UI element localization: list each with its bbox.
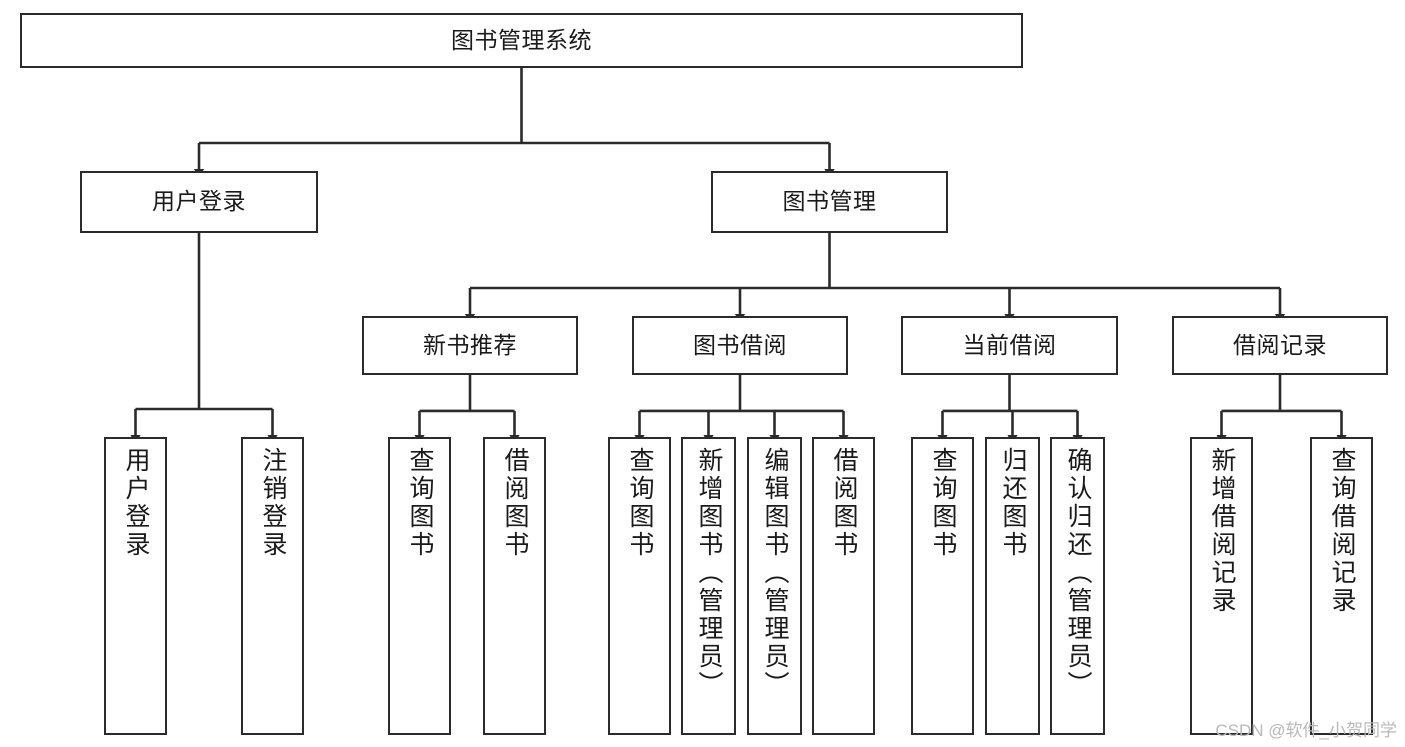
node-l3-c4[interactable]: 借阅图书 bbox=[812, 437, 875, 735]
node-label: 借阅图书 bbox=[830, 447, 858, 559]
node-label: 查询图书 bbox=[406, 447, 434, 559]
node-l3-a2[interactable]: 注销登录 bbox=[241, 437, 304, 735]
node-label: 确认归还（管理员） bbox=[1064, 447, 1092, 699]
node-label: 用户登录 bbox=[152, 188, 246, 215]
node-label: 当前借阅 bbox=[962, 331, 1057, 358]
node-l2-current[interactable]: 当前借阅 bbox=[901, 316, 1118, 375]
node-label: 用户登录 bbox=[122, 447, 150, 559]
node-label: 借阅记录 bbox=[1233, 331, 1327, 358]
node-l3-d1[interactable]: 查询图书 bbox=[911, 437, 974, 735]
node-label: 查询图书 bbox=[929, 447, 957, 559]
node-label: 查询借阅记录 bbox=[1328, 447, 1356, 615]
node-l1-book[interactable]: 图书管理 bbox=[711, 171, 948, 233]
node-root[interactable]: 图书管理系统 bbox=[20, 13, 1023, 68]
node-l3-c2[interactable]: 新增图书（管理员） bbox=[681, 437, 736, 735]
node-l1-login[interactable]: 用户登录 bbox=[80, 171, 318, 233]
watermark-text: CSDN @软件_小贺同学 bbox=[1215, 721, 1397, 740]
node-l2-borrow[interactable]: 图书借阅 bbox=[632, 316, 848, 375]
node-label: 图书管理系统 bbox=[451, 26, 592, 53]
node-label: 图书管理 bbox=[782, 188, 877, 215]
node-l3-c1[interactable]: 查询图书 bbox=[608, 437, 671, 735]
node-l3-d3[interactable]: 确认归还（管理员） bbox=[1050, 437, 1105, 735]
node-l3-c3[interactable]: 编辑图书（管理员） bbox=[747, 437, 802, 735]
node-l3-e1[interactable]: 新增借阅记录 bbox=[1190, 437, 1253, 735]
node-label: 编辑图书（管理员） bbox=[761, 447, 789, 699]
node-l3-b2[interactable]: 借阅图书 bbox=[483, 437, 546, 735]
node-l3-a1[interactable]: 用户登录 bbox=[104, 437, 167, 735]
node-label: 新书推荐 bbox=[423, 331, 517, 358]
node-l3-d2[interactable]: 归还图书 bbox=[985, 437, 1040, 735]
node-l3-e2[interactable]: 查询借阅记录 bbox=[1310, 437, 1373, 735]
node-label: 图书借阅 bbox=[693, 331, 787, 358]
node-l2-new[interactable]: 新书推荐 bbox=[362, 316, 578, 375]
node-label: 新增借阅记录 bbox=[1208, 447, 1236, 615]
node-label: 归还图书 bbox=[999, 447, 1027, 559]
node-l3-b1[interactable]: 查询图书 bbox=[388, 437, 451, 735]
node-label: 新增图书（管理员） bbox=[695, 447, 723, 699]
node-label: 借阅图书 bbox=[501, 447, 529, 559]
node-l2-record[interactable]: 借阅记录 bbox=[1172, 316, 1388, 375]
node-label: 注销登录 bbox=[259, 447, 287, 559]
node-label: 查询图书 bbox=[626, 447, 654, 559]
